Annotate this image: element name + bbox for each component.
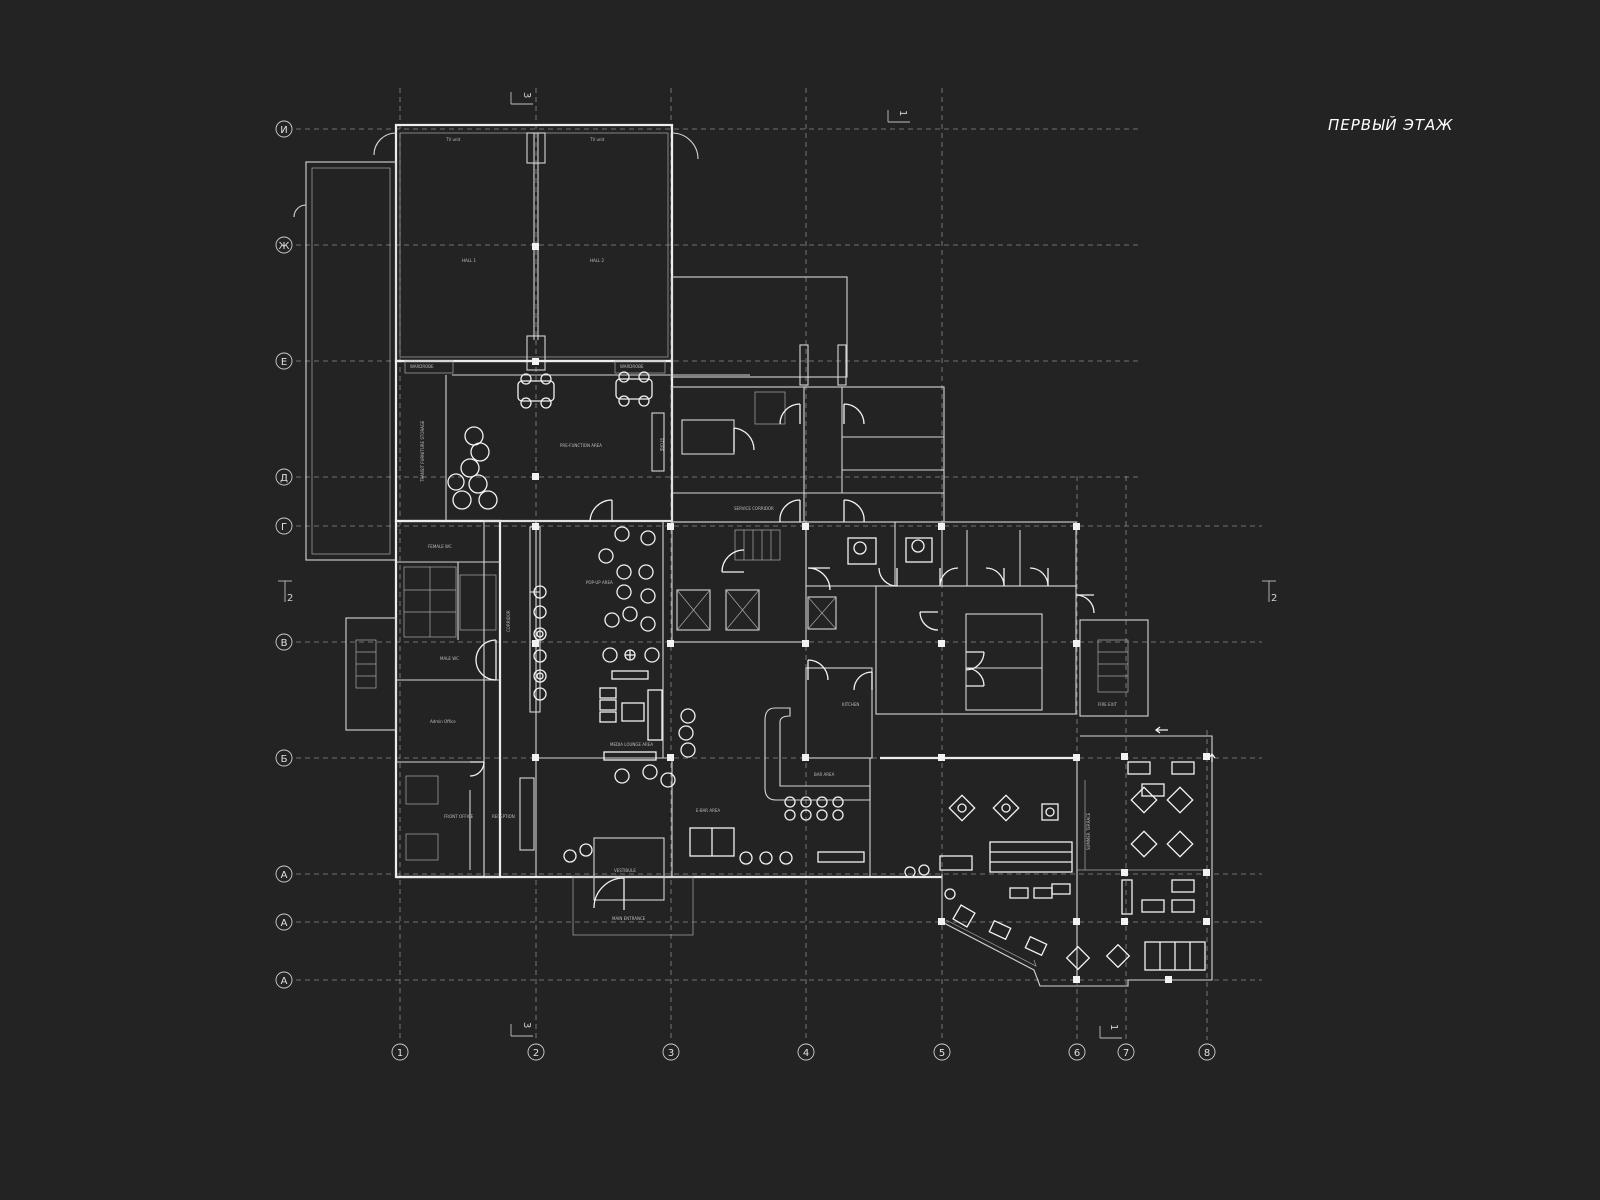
- axis-bubble-row-b: Б: [275, 749, 293, 767]
- room-label-e-bar: E-BAR AREA: [696, 808, 720, 813]
- room-label-female-wc: FEMALE WC: [428, 544, 452, 549]
- room-labels: HALL 1 HALL 2 TV unit TV unit WARDROBE W…: [410, 137, 1118, 921]
- room-label-bar-area: BAR AREA: [814, 772, 835, 777]
- floor-title: ПЕРВЫЙ ЭТАЖ: [1328, 116, 1454, 134]
- axis-bubble-col-4: 4: [797, 1043, 815, 1061]
- axis-bubble-col-2: 2: [527, 1043, 545, 1061]
- room-label-terrace: SUMMER TERRACE: [1086, 812, 1091, 850]
- room-label-reception: RECEPTION: [492, 814, 515, 819]
- furniture-popup: [533, 526, 660, 701]
- furniture-offices: [847, 537, 933, 565]
- section-marker-2-left: 2: [278, 580, 293, 604]
- svg-text:1: 1: [1108, 1024, 1119, 1030]
- axis-bubble-row-zh: Ж: [275, 236, 293, 254]
- room-label-vestibule: VESTIBULE: [614, 868, 636, 873]
- furniture-prefunction: [447, 371, 653, 510]
- section-marker-1-bottom: 1: [1099, 1024, 1122, 1039]
- axis-bubble-col-7: 7: [1117, 1043, 1135, 1061]
- room-label-prefunction: PRE-FUNCTION AREA: [560, 443, 602, 448]
- room-label-popup: POP-UP AREA: [586, 580, 613, 585]
- svg-text:В: В: [281, 638, 288, 649]
- svg-text:И: И: [280, 125, 287, 136]
- section-marker-3-top: 3: [510, 92, 533, 105]
- svg-text:Г: Г: [281, 522, 287, 533]
- svg-text:Е: Е: [281, 357, 287, 368]
- row-axis-bubbles: И Ж Е Д Г В Б А А А: [275, 120, 293, 989]
- svg-text:2: 2: [1271, 593, 1277, 604]
- room-label-admin-office: Admin Office: [430, 719, 456, 724]
- axis-bubble-col-1: 1: [391, 1043, 409, 1061]
- svg-text:8: 8: [1204, 1048, 1210, 1059]
- room-label-main-entrance: MAIN ENTRANCE: [612, 916, 646, 921]
- svg-text:А: А: [281, 870, 288, 881]
- room-label-service-corridor: SERVICE CORRIDOR: [734, 506, 774, 511]
- axis-bubble-col-8: 8: [1198, 1043, 1216, 1061]
- room-label-male-wc: MALE WC: [440, 656, 459, 661]
- svg-text:Б: Б: [281, 754, 288, 765]
- room-label-kitchen: KITCHEN: [842, 702, 859, 707]
- svg-text:1: 1: [397, 1048, 403, 1059]
- svg-text:Ж: Ж: [279, 241, 290, 252]
- room-label-hall2: HALL 2: [590, 258, 604, 263]
- section-marker-1-top: 1: [887, 110, 910, 123]
- walls: [293, 123, 1213, 987]
- section-marker-3-bottom: 3: [510, 1022, 533, 1037]
- svg-text:7: 7: [1123, 1048, 1129, 1059]
- svg-text:6: 6: [1074, 1048, 1080, 1059]
- room-label-wardrobe1: WARDROBE: [410, 364, 434, 369]
- axis-bubble-col-6: 6: [1068, 1043, 1086, 1061]
- axis-bubble-row-v: В: [275, 633, 293, 651]
- doors: [469, 403, 1095, 910]
- structural-columns: [532, 243, 1210, 983]
- svg-text:2: 2: [533, 1048, 539, 1059]
- axis-bubble-row-i: И: [275, 120, 293, 138]
- axis-bubble-col-3: 3: [662, 1043, 680, 1061]
- room-label-fire-exit: FIRE EXIT: [1098, 702, 1118, 707]
- svg-text:4: 4: [803, 1048, 809, 1059]
- furniture-ebar: [689, 796, 865, 865]
- room-label-store: STORE: [659, 438, 664, 452]
- svg-text:2: 2: [287, 593, 293, 604]
- room-label-front-office: FRONT OFFICE: [444, 814, 474, 819]
- axis-bubble-row-a1: А: [275, 865, 293, 883]
- axis-bubble-col-5: 5: [933, 1043, 951, 1061]
- axis-bubble-row-e: Е: [275, 352, 293, 370]
- room-label-storage: TRANSIT FURNITURE STORAGE: [420, 420, 425, 483]
- svg-text:А: А: [281, 976, 288, 987]
- svg-text:3: 3: [521, 92, 532, 98]
- axis-bubble-row-a3: А: [275, 971, 293, 989]
- svg-text:А: А: [281, 918, 288, 929]
- entrance-arrow-icon: [1154, 726, 1216, 762]
- svg-text:3: 3: [668, 1048, 674, 1059]
- svg-text:5: 5: [939, 1048, 945, 1059]
- svg-text:3: 3: [521, 1022, 532, 1028]
- axis-bubble-row-d: Д: [275, 468, 293, 486]
- svg-text:1: 1: [897, 110, 908, 116]
- section-markers: 3 3 1 1 2 2: [278, 92, 1277, 1039]
- axis-bubble-row-a2: А: [275, 913, 293, 931]
- furniture-terrace: [904, 761, 1206, 971]
- svg-text:Д: Д: [280, 473, 288, 484]
- room-label-tv2: TV unit: [589, 137, 605, 142]
- room-label-media-lounge: MEDIA LOUNGE AREA: [610, 742, 653, 747]
- grid-lines: [296, 88, 1262, 1040]
- room-label-tv1: TV unit: [445, 137, 461, 142]
- room-label-wardrobe2: WARDROBE: [620, 364, 644, 369]
- column-axis-bubbles: 1 2 3 4 5 6 7 8: [391, 1043, 1216, 1061]
- room-label-hall1: HALL 1: [462, 258, 476, 263]
- section-marker-2-right: 2: [1262, 580, 1277, 604]
- axis-bubble-row-g: Г: [275, 517, 293, 535]
- room-label-corridor: CORRIDOR: [506, 610, 511, 632]
- furniture-media-lounge: [563, 687, 696, 863]
